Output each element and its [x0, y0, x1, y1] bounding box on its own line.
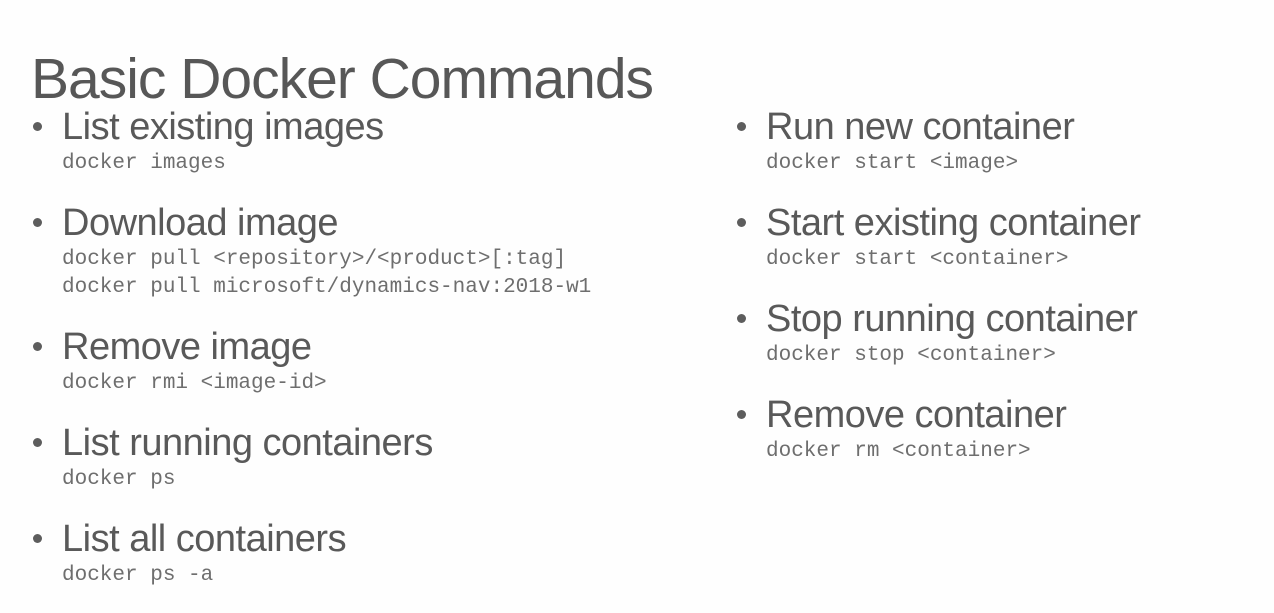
bullet-body: List all containers docker ps -a	[62, 516, 723, 590]
code-line: docker stop <container>	[766, 344, 1056, 367]
bullet-body: Run new container docker start <image>	[766, 104, 1267, 178]
bullet-body: Download image docker pull <repository>/…	[62, 200, 723, 302]
bullet-item-remove-image: Remove image docker rmi <image-id>	[33, 324, 723, 398]
right-column: Run new container docker start <image> S…	[737, 104, 1267, 488]
bullet-dot-icon	[737, 296, 766, 323]
left-column: List existing images docker images Downl…	[33, 104, 723, 612]
bullet-item-run-new-container: Run new container docker start <image>	[737, 104, 1267, 178]
bullet-item-list-all-containers: List all containers docker ps -a	[33, 516, 723, 590]
code-line: docker pull <repository>/<product>[:tag]	[62, 248, 567, 271]
code-line: docker start <image>	[766, 152, 1019, 175]
right-bullet-list: Run new container docker start <image> S…	[737, 104, 1267, 466]
bullet-heading: Remove image	[62, 326, 312, 368]
bullet-heading: List existing images	[62, 106, 384, 148]
bullet-dot-icon	[33, 104, 62, 131]
bullet-body: List existing images docker images	[62, 104, 723, 178]
bullet-dot-icon	[737, 200, 766, 227]
bullet-body: Start existing container docker start <c…	[766, 200, 1267, 274]
code-line: docker rm <container>	[766, 440, 1031, 463]
bullet-item-list-running-containers: List running containers docker ps	[33, 420, 723, 494]
bullet-heading: Start existing container	[766, 202, 1141, 244]
bullet-heading: List all containers	[62, 518, 347, 560]
bullet-dot-icon	[737, 104, 766, 131]
bullet-item-remove-container: Remove container docker rm <container>	[737, 392, 1267, 466]
bullet-body: List running containers docker ps	[62, 420, 723, 494]
bullet-item-list-existing-images: List existing images docker images	[33, 104, 723, 178]
bullet-heading: Stop running container	[766, 298, 1138, 340]
bullet-body: Stop running container docker stop <cont…	[766, 296, 1267, 370]
bullet-heading: Remove container	[766, 394, 1067, 436]
bullet-heading: List running containers	[62, 422, 433, 464]
code-line: docker rmi <image-id>	[62, 372, 327, 395]
bullet-item-start-existing-container: Start existing container docker start <c…	[737, 200, 1267, 274]
code-line: docker images	[62, 152, 226, 175]
bullet-heading: Download image	[62, 202, 339, 244]
bullet-dot-icon	[33, 516, 62, 543]
bullet-item-download-image: Download image docker pull <repository>/…	[33, 200, 723, 302]
left-bullet-list: List existing images docker images Downl…	[33, 104, 723, 590]
code-line: docker start <container>	[766, 248, 1069, 271]
bullet-item-stop-running-container: Stop running container docker stop <cont…	[737, 296, 1267, 370]
code-line: docker ps	[62, 468, 176, 491]
bullet-dot-icon	[33, 420, 62, 447]
code-line: docker pull microsoft/dynamics-nav:2018-…	[62, 276, 592, 299]
bullet-dot-icon	[33, 324, 62, 351]
bullet-dot-icon	[33, 200, 62, 227]
slide-title: Basic Docker Commands	[31, 47, 654, 112]
bullet-body: Remove image docker rmi <image-id>	[62, 324, 723, 398]
bullet-heading: Run new container	[766, 106, 1075, 148]
code-line: docker ps -a	[62, 564, 214, 587]
bullet-body: Remove container docker rm <container>	[766, 392, 1267, 466]
bullet-dot-icon	[737, 392, 766, 419]
